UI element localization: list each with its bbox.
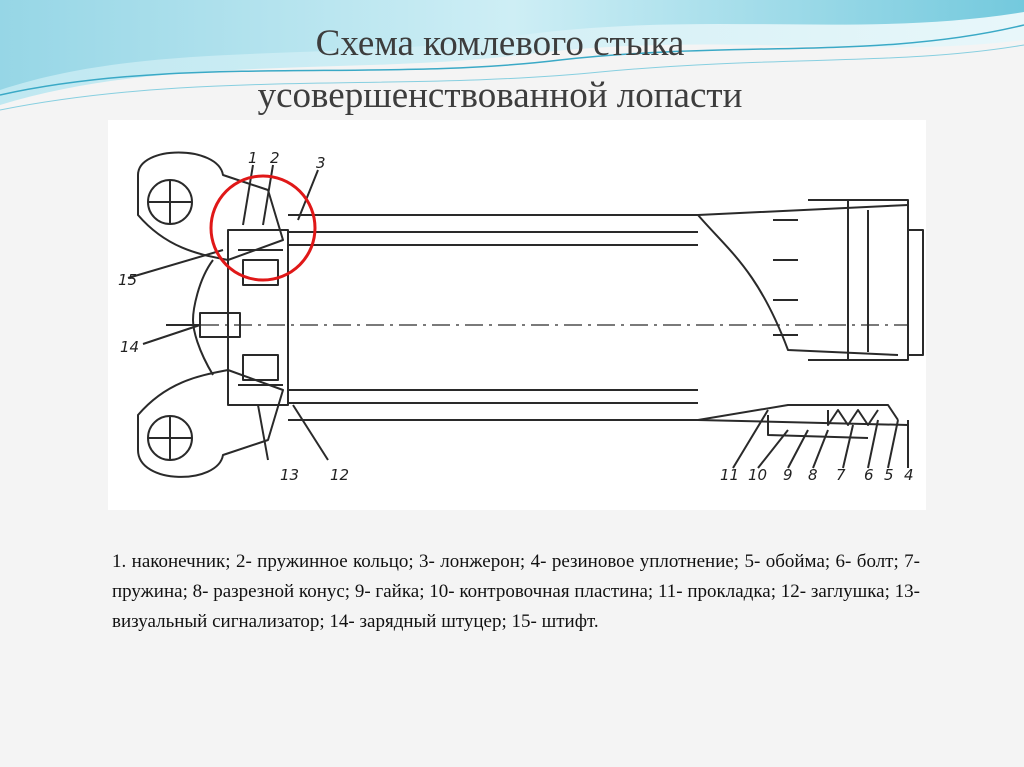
callout-13: 13 xyxy=(280,466,299,484)
legend-text: 1. наконечник; 2- пружинное кольцо; 3- л… xyxy=(112,551,920,632)
callout-14: 14 xyxy=(120,338,139,356)
callout-9: 9 xyxy=(783,466,793,484)
callout-5: 5 xyxy=(884,466,894,484)
callout-11: 11 xyxy=(720,466,739,484)
slide-title: Схема комлевого стыка усовершенствованно… xyxy=(120,18,880,122)
callout-6: 6 xyxy=(864,466,874,484)
upper-lug xyxy=(137,151,284,261)
callout-7: 7 xyxy=(836,466,846,484)
callout-15: 15 xyxy=(118,271,137,289)
title-line-1: Схема комлевого стыка xyxy=(315,23,685,64)
callout-1: 1 xyxy=(248,149,258,167)
callout-2: 2 xyxy=(270,149,280,167)
lower-lug xyxy=(137,369,284,478)
callout-4: 4 xyxy=(904,466,914,484)
callout-12: 12 xyxy=(330,466,349,484)
callout-3: 3 xyxy=(316,154,326,172)
highlight-circle xyxy=(209,174,317,282)
callout-8: 8 xyxy=(808,466,818,484)
callout-10: 10 xyxy=(748,466,767,484)
title-line-2: усовершенствованной лопасти xyxy=(257,75,743,116)
decorative-wave-header xyxy=(0,0,1024,111)
blade-root-joint-diagram: 1 2 3 15 14 13 12 11 10 9 8 7 6 5 4 xyxy=(108,120,926,510)
